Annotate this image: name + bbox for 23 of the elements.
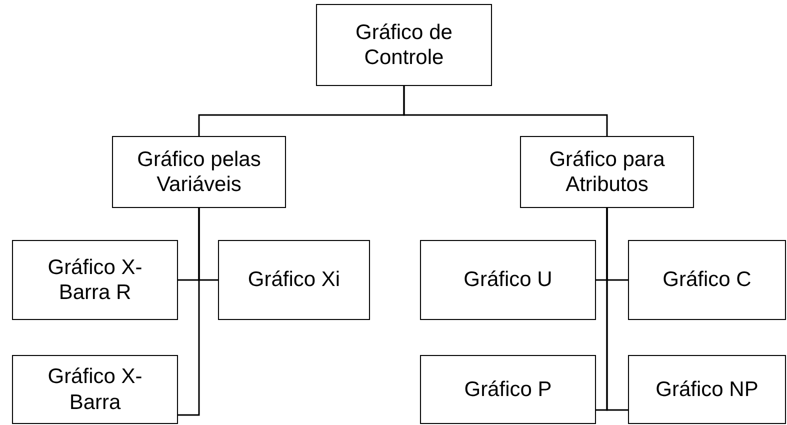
connector-line	[178, 208, 200, 416]
category-box	[12, 240, 178, 320]
category-box	[420, 355, 596, 424]
category-box	[218, 240, 370, 320]
box-label: Gráfico P	[464, 376, 552, 402]
root-box	[316, 4, 492, 86]
connector-line	[403, 86, 608, 136]
box-label: Gráfico X-Barra	[46, 364, 144, 415]
category-box	[628, 355, 786, 424]
category-box	[420, 240, 596, 320]
box-label: Gráfico pelas Variáveis	[136, 146, 262, 198]
box-label: Gráfico C	[662, 267, 752, 293]
box-label: Gráfico U	[464, 267, 552, 293]
box-label: Gráfico NP	[656, 376, 758, 402]
box-label: Gráfico X-Barra R	[46, 254, 144, 306]
connector-line	[606, 208, 628, 411]
category-box	[520, 136, 694, 208]
category-box	[12, 355, 178, 424]
box-label: Gráfico de Controle	[354, 20, 454, 70]
category-box	[112, 136, 286, 208]
box-label: Gráfico Xi	[248, 267, 340, 293]
box-label: Gráfico para Atributos	[548, 146, 666, 198]
category-box	[628, 240, 786, 320]
